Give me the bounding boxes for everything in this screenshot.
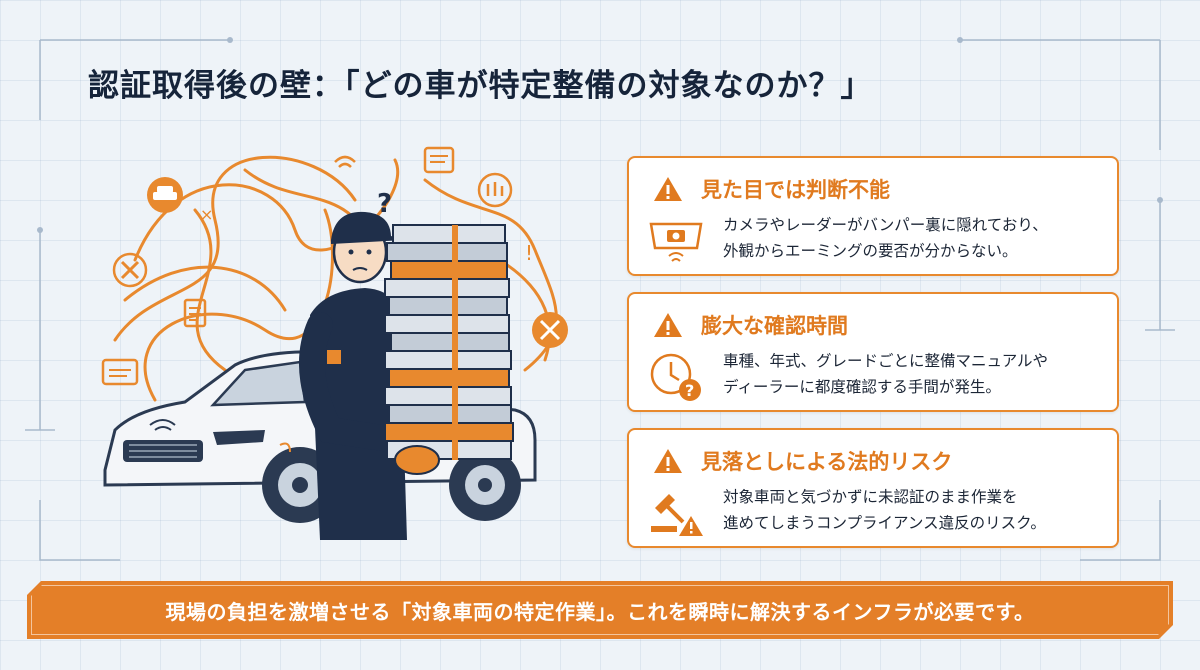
card-line: ディーラーに都度確認する手間が発生。 <box>723 378 1001 396</box>
banner-border <box>31 585 1169 635</box>
card-line: 進めてしまうコンプライアンス違反のリスク。 <box>723 514 1046 532</box>
wrench-circle-icon <box>532 312 568 348</box>
x-mark: × <box>200 205 213 224</box>
page-title: 認証取得後の壁：「どの車が特定整備の対象なのか？」 <box>88 68 873 104</box>
tools-icon <box>112 252 148 288</box>
mechanic-with-manuals-illustration: × ! ? <box>101 146 568 540</box>
card-line: カメラやレーダーがバンパー裏に隠れており、 <box>723 216 1048 234</box>
card-line: 対象車両と気づかずに未認証のまま作業を <box>723 488 1018 506</box>
chat-icon <box>423 146 455 174</box>
card-title: 見落としによる法的リスク <box>701 450 953 474</box>
card-title: 見た目では判断不能 <box>701 178 890 202</box>
manual-stack <box>384 224 514 460</box>
folder-icon <box>101 358 139 386</box>
question-mark: ? <box>377 189 392 219</box>
mechanic-figure: ? <box>299 189 424 540</box>
hand-device-icon <box>477 172 513 208</box>
card-title: 膨大な確認時間 <box>701 314 848 338</box>
exclaim-mark: ! <box>525 241 533 265</box>
warning-icon <box>654 177 682 201</box>
hidden-camera-icon <box>649 222 703 262</box>
car-circle-icon <box>147 177 183 213</box>
card-visual-judgement: 見た目では判断不能 カメラやレーダーがバンパー裏に隠れており、 外観からエーミン… <box>627 156 1119 276</box>
banner-text: 現場の負担を激増させる「対象車両の特定作業」。これを瞬時に解決するインフラが必要… <box>165 599 1035 624</box>
card-line: 外観からエーミングの要否が分からない。 <box>723 242 1018 260</box>
document-icon <box>183 298 207 328</box>
gavel-warning-icon <box>651 494 703 536</box>
glove <box>394 445 440 475</box>
svg-text:?: ? <box>685 381 694 400</box>
card-legal-risk: 見落としによる法的リスク 対象車両と気づかずに未認証のまま作業を 進めてしまうコ… <box>627 428 1119 548</box>
card-confirmation-time: 膨大な確認時間 ? 車種、年式、グレードごとに整備マニュアルや ディーラーに都度… <box>627 292 1119 412</box>
warning-icon <box>654 449 682 473</box>
card-line: 車種、年式、グレードごとに整備マニュアルや <box>723 352 1049 370</box>
warning-icon <box>654 313 682 337</box>
wifi-icon <box>334 155 356 168</box>
clock-question-icon: ? <box>650 353 701 401</box>
bottom-banner: 現場の負担を激増させる「対象車両の特定作業」。これを瞬時に解決するインフラが必要… <box>27 581 1173 639</box>
